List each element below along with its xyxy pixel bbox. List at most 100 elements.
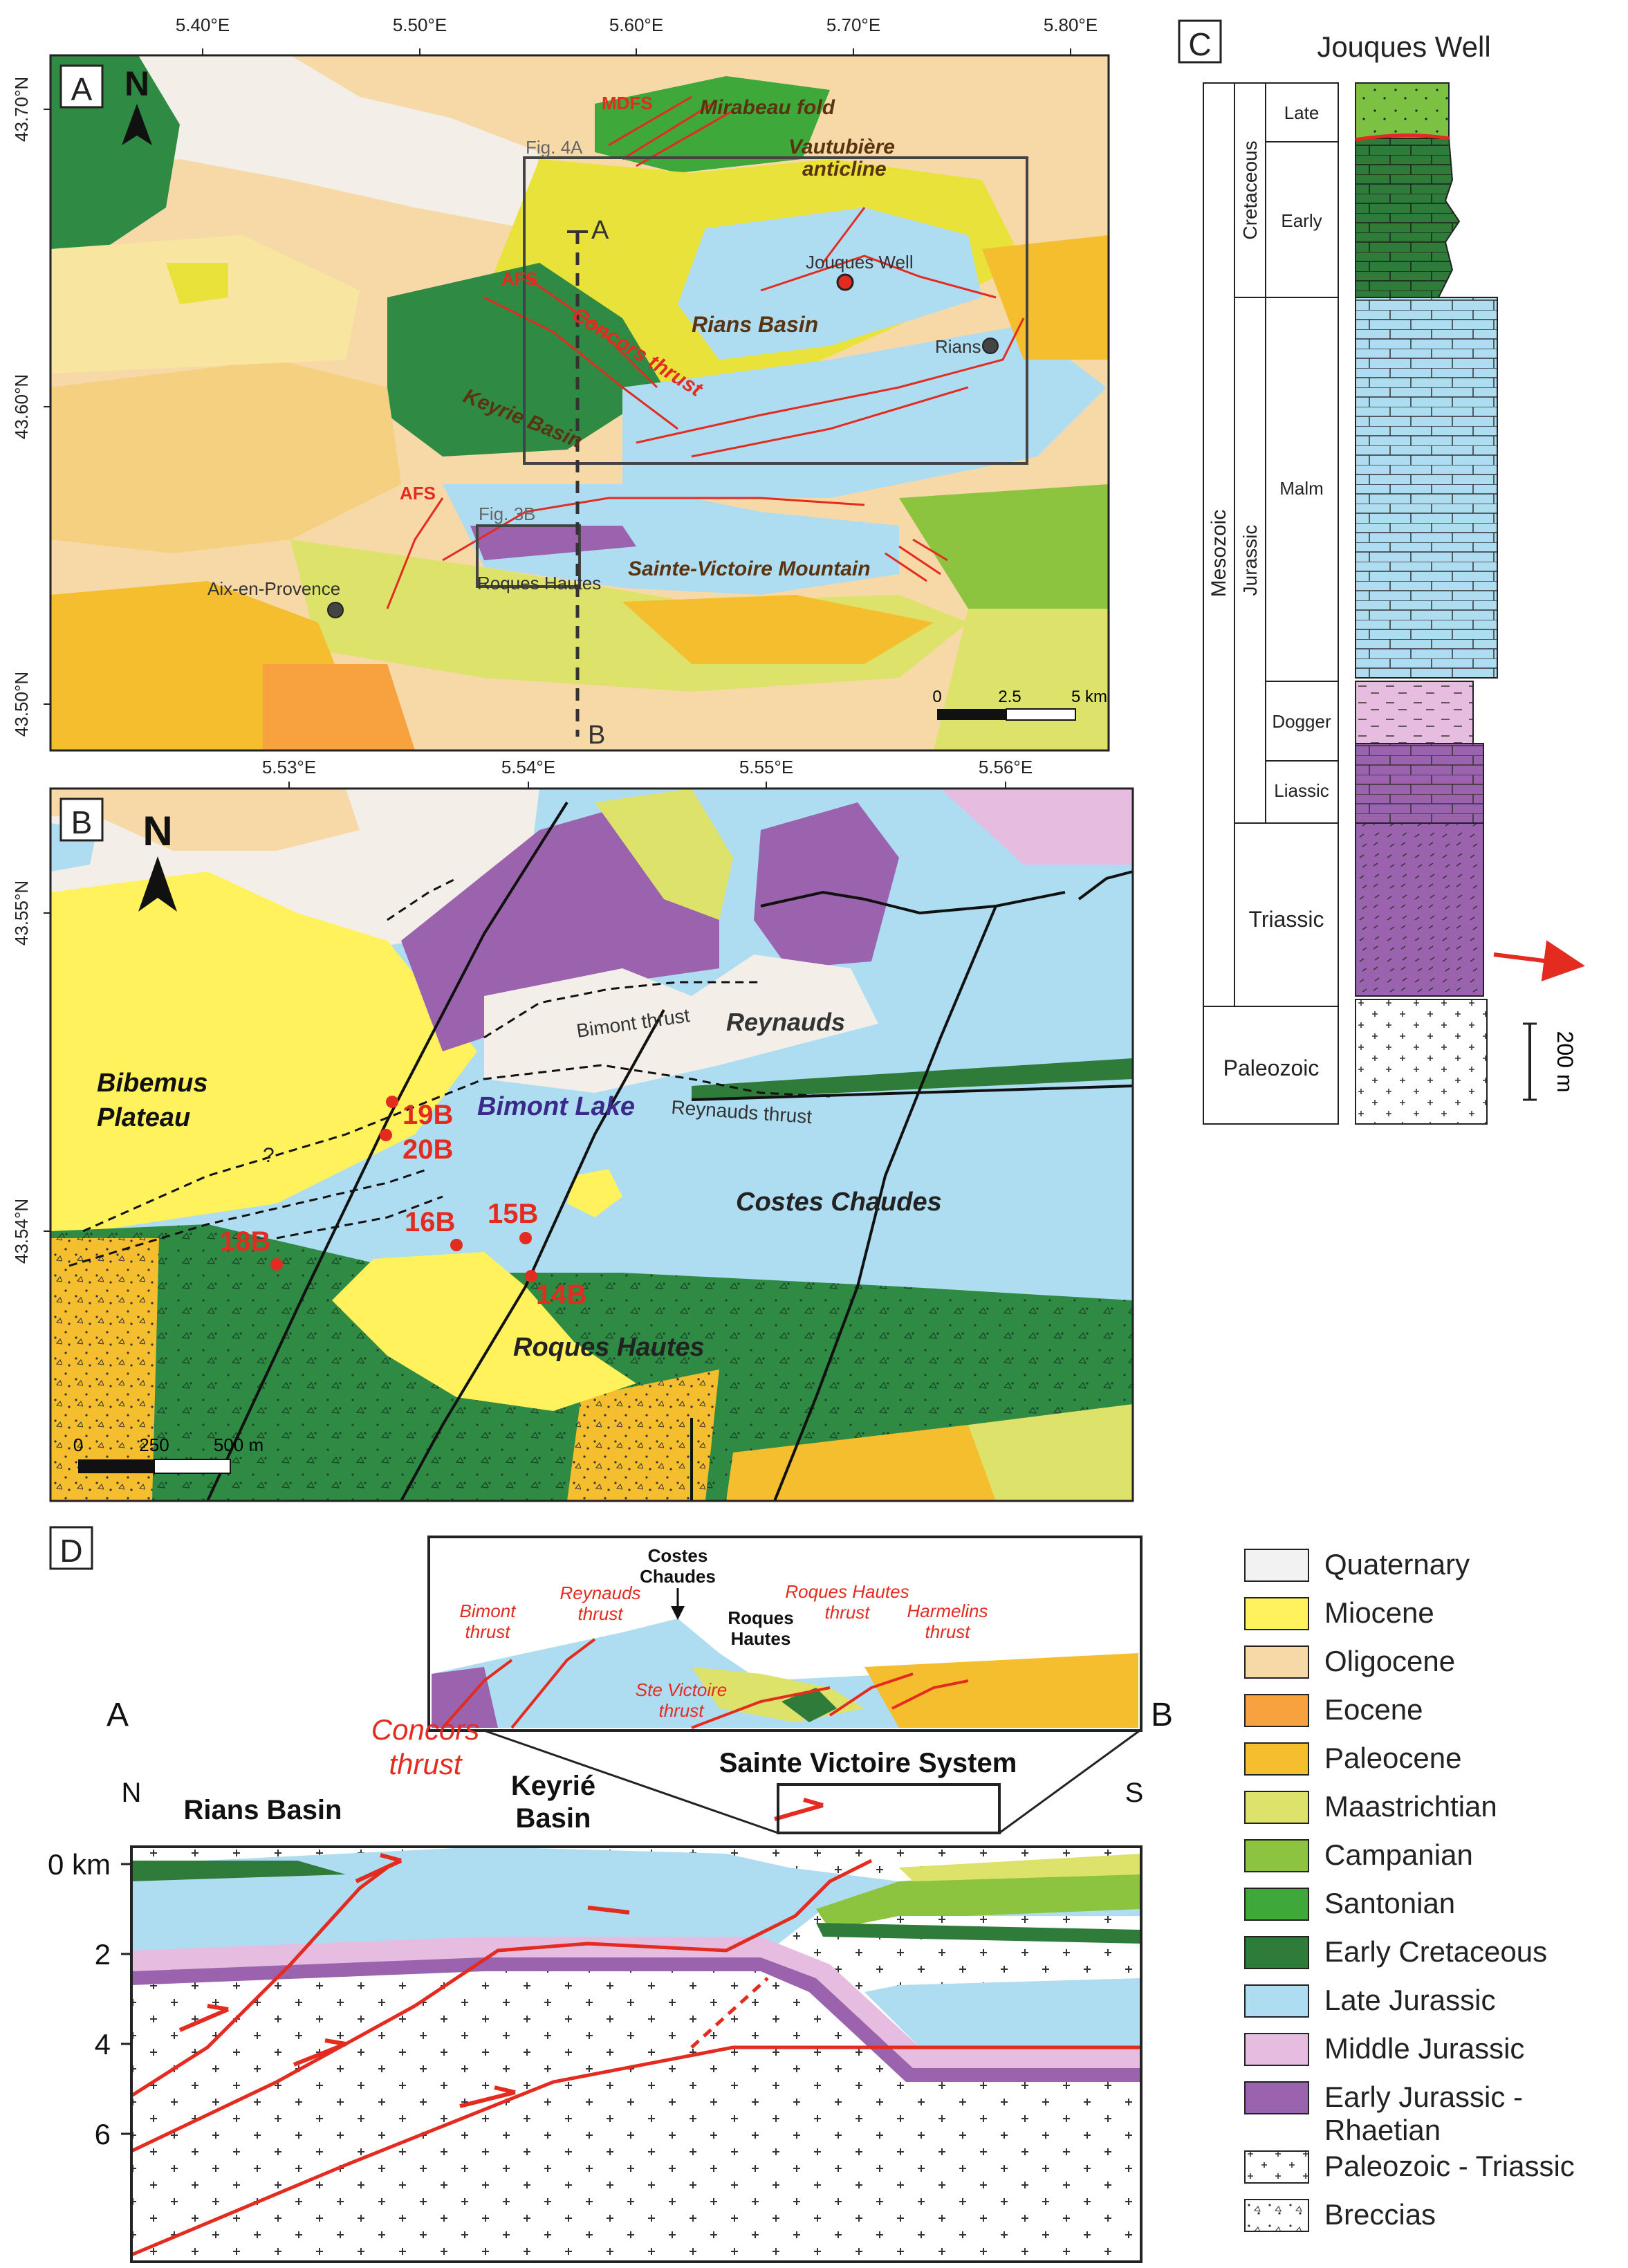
lon-tick-label: 5.55°E <box>739 757 793 777</box>
legend-swatch <box>1244 1742 1309 1776</box>
legend-swatch <box>1244 2150 1309 2184</box>
b-breccia-paleocene-center <box>567 1370 719 1501</box>
jouques-well-marker <box>836 273 854 291</box>
legend-label: Maastrichtian <box>1324 1790 1497 1823</box>
legend-label: Early Jurassic - <box>1324 2081 1523 2113</box>
afs-label-south: AFS <box>400 483 436 504</box>
legend-label: Paleozoic - Triassic <box>1324 2150 1575 2182</box>
lon-tick-label: 5.56°E <box>979 757 1033 777</box>
legend-swatch <box>1244 1694 1309 1727</box>
panel-c-labels: Mesozoic Cretaceous Jurassic Late Early … <box>1208 102 1331 1080</box>
inset-cretaceous <box>781 1688 837 1722</box>
legend-label: Late Jurassic <box>1324 1984 1495 2016</box>
liassic-label: Liassic <box>1274 780 1329 801</box>
cross-section <box>121 1783 1143 2263</box>
legend-label: Breccias <box>1324 2198 1436 2231</box>
legend-swatch <box>1244 1597 1309 1630</box>
rians-basin-label: Rians Basin <box>184 1795 342 1825</box>
legend-swatch <box>1244 2199 1309 2232</box>
unconformity-line <box>1355 133 1450 142</box>
fig3b-extent-box <box>476 524 581 588</box>
panel-a-letter: A <box>71 71 93 107</box>
late-label: Late <box>1284 102 1320 123</box>
uncertain-mark: ? <box>263 1144 275 1167</box>
keyrie-label-2: Basin <box>516 1803 591 1834</box>
north-arrow-icon <box>138 856 177 912</box>
legend-label: Paleocene <box>1324 1742 1462 1774</box>
mirabeau-label: Mirabeau fold <box>700 96 835 119</box>
sample-14b-label: 14B <box>536 1280 586 1310</box>
panel-a-letter-box <box>59 64 104 109</box>
roques-hautes-label: Roques Hautes <box>513 1333 705 1362</box>
depth-label-4: 4 <box>95 2028 111 2060</box>
north-label: N <box>142 808 172 854</box>
panel-b-letter: B <box>71 804 93 840</box>
sample-18b-label: 18B <box>220 1226 270 1257</box>
b-triassic-east <box>754 802 899 968</box>
north-arrow-icon <box>122 104 152 145</box>
litho-early-cretaceous <box>1355 138 1461 298</box>
mesozoic-label: Mesozoic <box>1208 510 1230 598</box>
bibemus-label-2: Plateau <box>97 1103 190 1132</box>
triassic-label: Triassic <box>1248 907 1324 932</box>
depth-label-2: 2 <box>95 1938 111 1971</box>
north-label: N <box>124 64 149 103</box>
panel-c-letter: C <box>1188 26 1211 62</box>
sample-19b-label: 19B <box>403 1100 453 1130</box>
south-paleocene <box>622 595 934 664</box>
b-breccia-paleocene-west <box>50 1238 159 1501</box>
legend-swatch <box>1244 1936 1309 1969</box>
inset-extent-box <box>777 1783 1001 1834</box>
roques-hautes-label: Roques Hautes <box>477 573 601 593</box>
litho-liassic <box>1355 743 1484 824</box>
vautubiere-label-1: Vautubière <box>788 136 895 158</box>
scale-mid: 2.5 <box>998 688 1021 706</box>
panel-b-sample-points <box>270 1096 537 1282</box>
paleozoic-label: Paleozoic <box>1223 1055 1320 1080</box>
bibemus-miocene <box>50 872 477 1238</box>
bimont-thrust-label-1: Bimont <box>460 1601 517 1621</box>
lat-tick-label: 43.70°N <box>11 77 32 142</box>
section-a-label: A <box>591 216 609 245</box>
depth-label-0: 0 km <box>48 1848 111 1881</box>
b-maastrichtian-north <box>595 789 733 920</box>
sample-20b-label: 20B <box>403 1134 453 1165</box>
legend-swatch <box>1244 1791 1309 1824</box>
roques-label-1: Roques <box>728 1607 793 1628</box>
b-oligocene-north <box>50 789 360 851</box>
panel-b-scalebar: 0 250 500 m <box>73 1435 263 1474</box>
scale-end: 5 km <box>1071 688 1107 706</box>
scale-0: 0 <box>932 688 941 706</box>
panel-b-faults <box>206 801 1134 1502</box>
bimont-lake-label: Bimont Lake <box>477 1092 635 1121</box>
rians-late-jurassic <box>678 208 982 360</box>
rians-label: Rians <box>935 336 981 357</box>
legend-label: Miocene <box>1324 1596 1434 1629</box>
depth-label-6: 6 <box>95 2118 111 2150</box>
sainte-victoire-jurassic <box>443 484 899 595</box>
panel-c: C Jouques Well Mesozoic Cretaceous Juras… <box>1178 19 1585 1125</box>
xsec-arrows <box>178 1798 824 2108</box>
costes-label-2: Chaudes <box>640 1566 716 1587</box>
litho-dogger <box>1355 681 1474 744</box>
panel-c-scale: 200 m <box>1523 1022 1578 1101</box>
bimont-lake <box>484 955 878 1093</box>
west-miocene-patch <box>166 263 228 304</box>
legend-label: Oligocene <box>1324 1645 1455 1677</box>
panel-b-sample-labels: 19B 20B 18B 16B 15B 14B <box>220 1100 586 1310</box>
east-campanian <box>899 484 1109 623</box>
xsec-middle-jurassic <box>131 1937 1141 2068</box>
south-end-label: S <box>1125 1778 1144 1808</box>
sample-14b-point <box>525 1270 537 1282</box>
legend-label: Quaternary <box>1324 1548 1470 1580</box>
rh-thrust-label-1: Roques Hautes <box>785 1581 909 1602</box>
panel-b-lon-labels: 5.53°E 5.54°E 5.55°E 5.56°E <box>262 757 1033 777</box>
xsec-late-jurassic <box>131 1847 1141 1971</box>
sainte-victoire-triassic <box>470 526 636 560</box>
panel-b-ticks <box>44 782 1006 1232</box>
sv-system-label: Sainte Victoire System <box>719 1748 1017 1778</box>
lon-tick-label: 5.53°E <box>262 757 316 777</box>
stev-label-1: Ste Victoire <box>636 1679 727 1700</box>
panel-b-lat-labels: 43.55°N 43.54°N <box>11 881 32 1264</box>
